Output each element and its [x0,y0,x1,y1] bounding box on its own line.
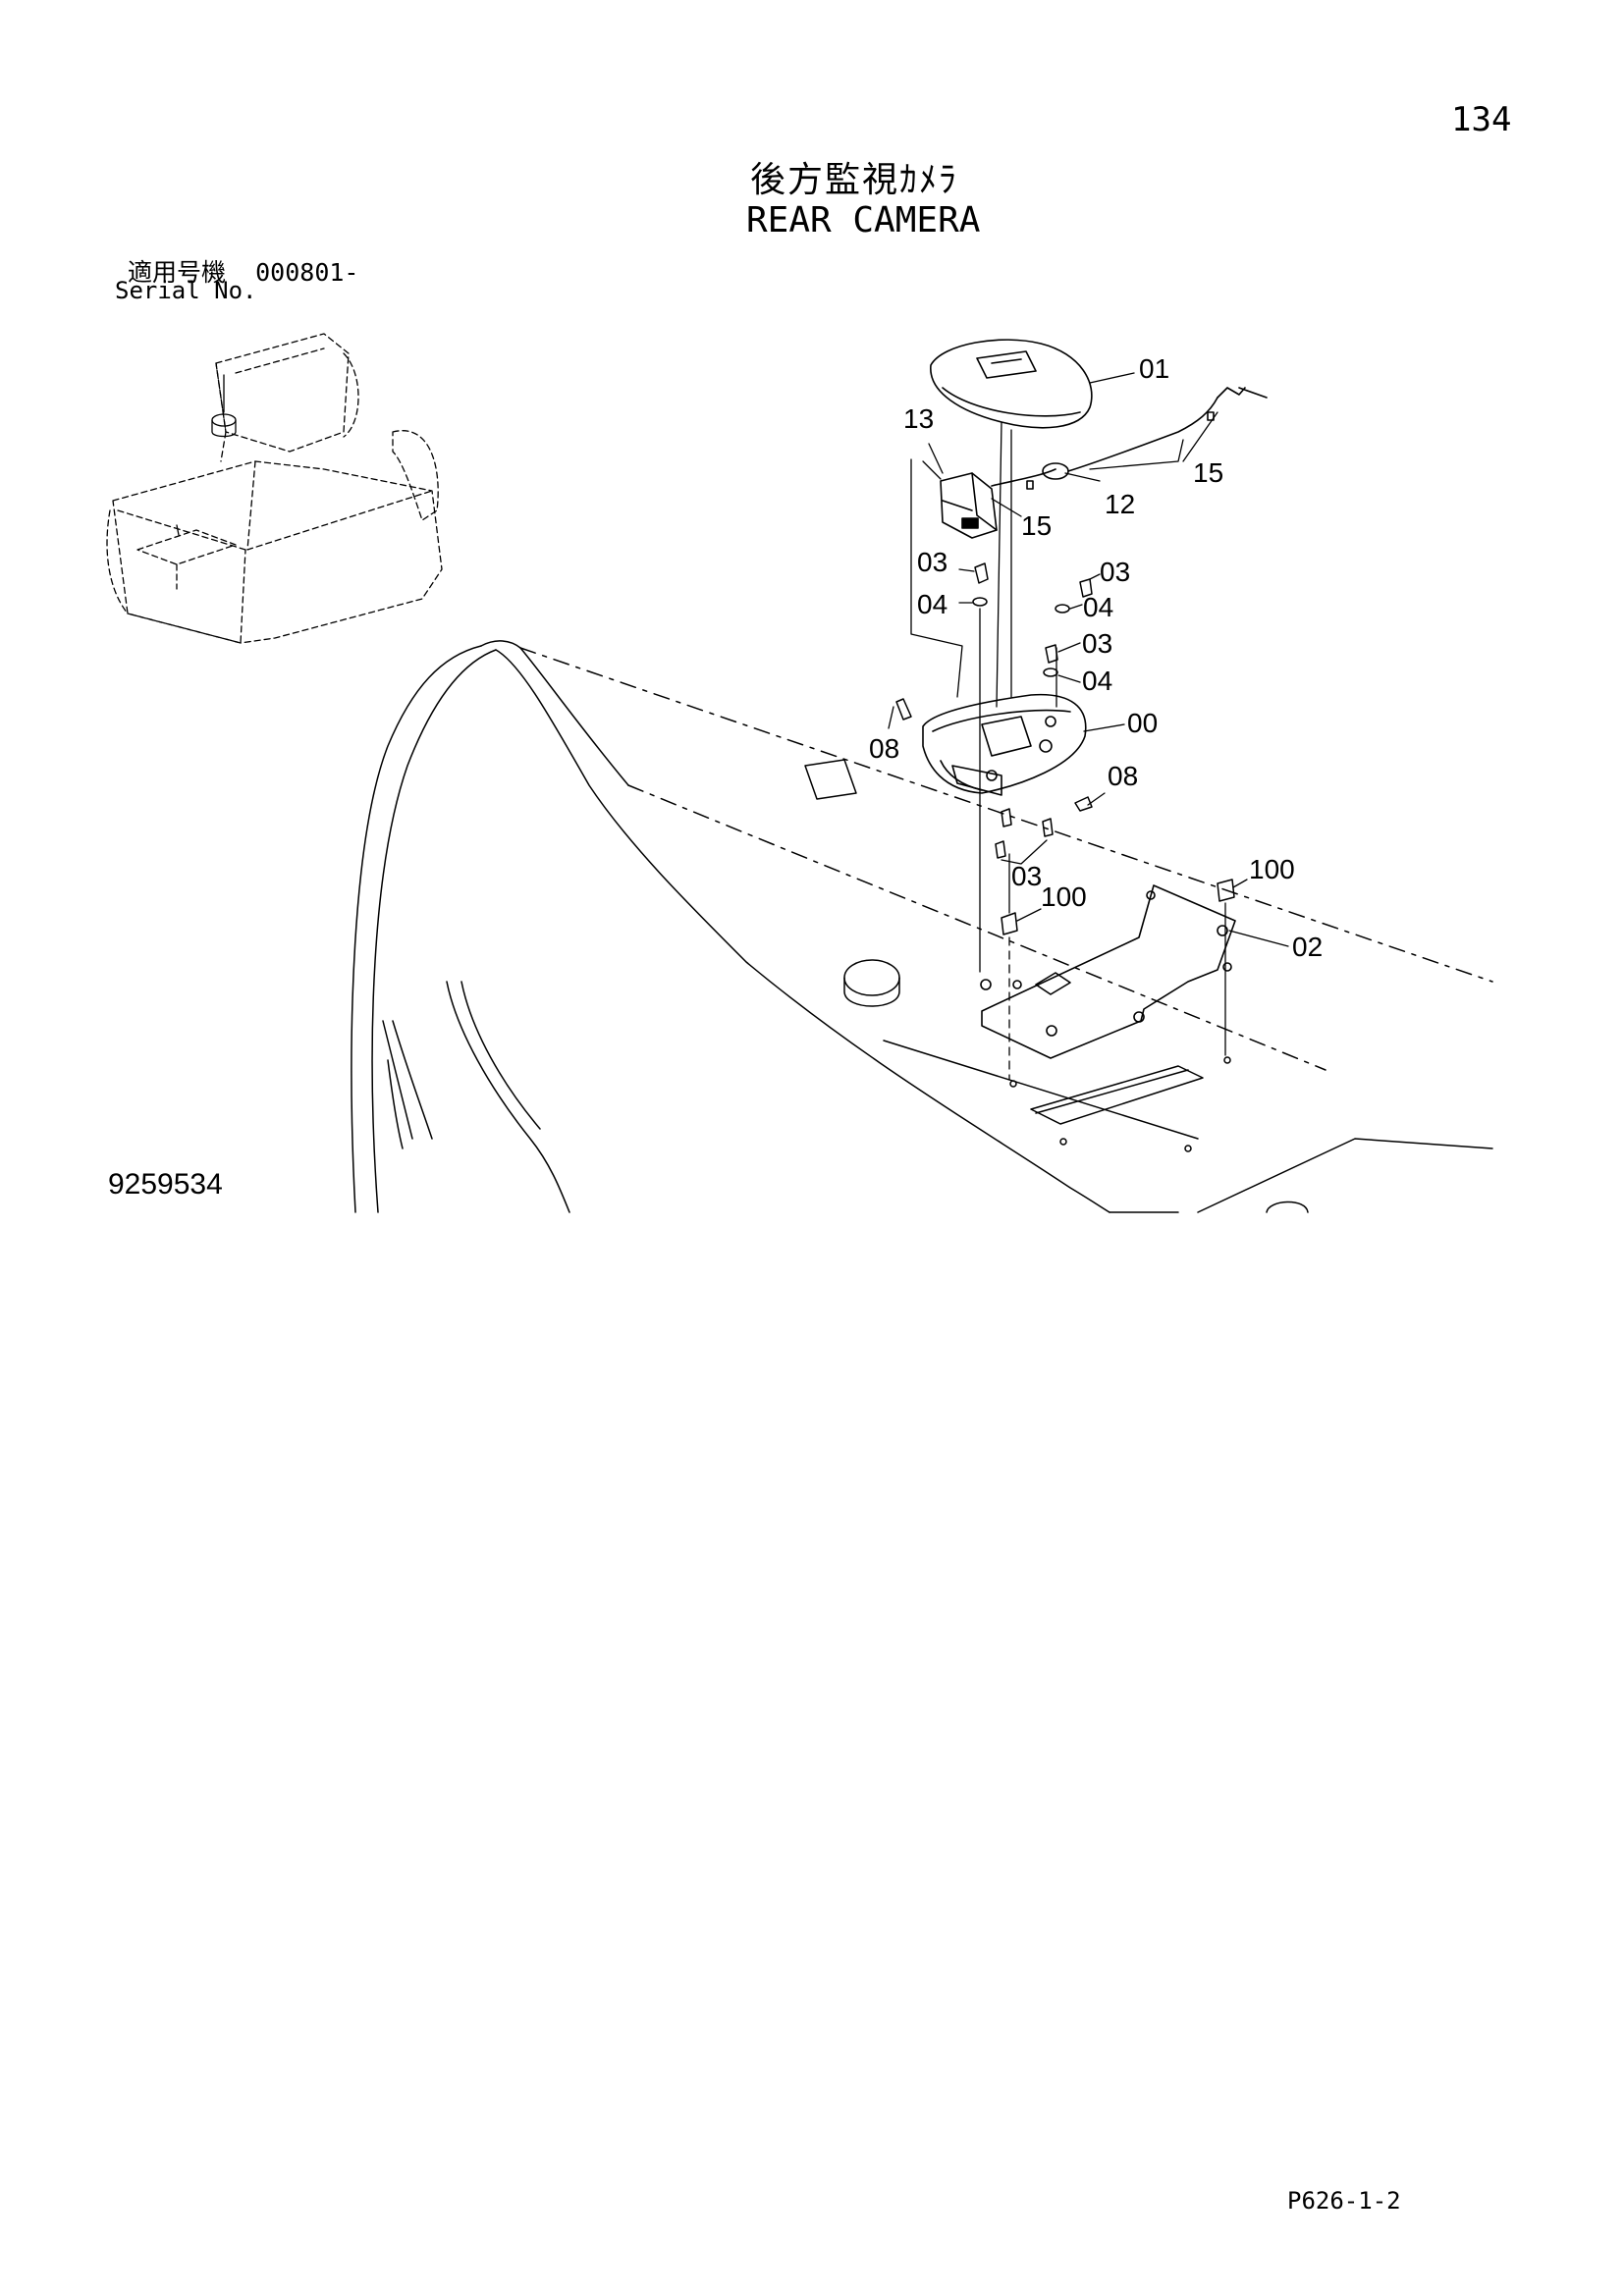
serial-label: Serial No. [115,277,257,304]
page-title-japanese: 後方監視ｶﾒﾗ [750,160,959,200]
machine-body-outline [351,640,1493,1213]
page-number: 134 [1451,100,1512,139]
callout-labels: 01 13 15 12 15 03 04 03 04 03 04 00 08 0… [869,353,1323,962]
callout-00: 00 [1127,708,1158,738]
callout-08: 08 [1108,761,1138,791]
callout-01: 01 [1139,353,1169,384]
page-title: REAR CAMERA [746,200,981,240]
callout-08: 08 [869,733,899,764]
assembly-guide-lines [910,421,1226,1081]
camera-unit [940,472,998,539]
callout-100: 100 [1249,854,1295,884]
overview-antenna [176,374,237,536]
fasteners [895,562,1235,935]
camera-bracket [922,693,1087,796]
bracket-plate [980,884,1236,1059]
callout-03: 03 [1100,557,1130,587]
callout-04: 04 [917,589,947,619]
camera-cover [930,339,1093,429]
machine-overview-sketch [106,333,443,644]
callout-03: 03 [917,547,947,577]
footer-code: P626-1-2 [1287,2187,1401,2215]
callout-04: 04 [1082,666,1112,696]
serial-value: 000801- [255,258,359,287]
callout-15: 15 [1021,510,1052,541]
callout-04: 04 [1083,592,1113,622]
callout-02: 02 [1292,932,1323,962]
drawing-number: 9259534 [108,1168,223,1201]
callout-03: 03 [1011,861,1042,891]
callout-12: 12 [1105,489,1135,519]
serial-label-japanese: 適用号機 [128,258,227,287]
callout-03: 03 [1082,628,1112,659]
callout-15: 15 [1193,457,1223,488]
body-openings [843,959,1231,1152]
callout-13: 13 [903,403,934,434]
serial-range: 適用号機 000801- [128,253,358,289]
camera-harness [991,387,1268,490]
callout-100: 100 [1041,881,1087,912]
leader-lines [888,372,1289,947]
